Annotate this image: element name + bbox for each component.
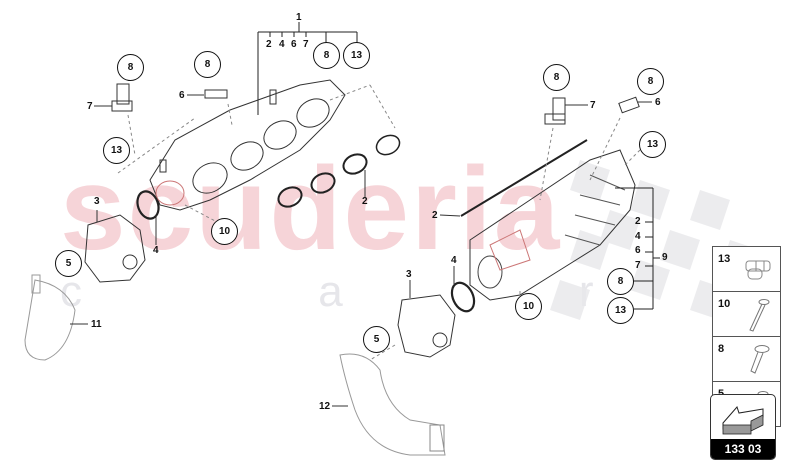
callout-circle-8[interactable]: 8	[313, 42, 340, 69]
left-sensor-7	[94, 83, 133, 112]
label-part-7: 7	[590, 100, 596, 111]
label-part-12: 12	[319, 401, 331, 412]
right-gasket-ring	[450, 281, 476, 313]
left-throttle-body	[84, 210, 146, 283]
label-part-3: 3	[94, 196, 100, 207]
left-sensor-6	[187, 89, 228, 99]
callout-circle-10[interactable]: 10	[211, 218, 238, 245]
label-part-7: 7	[87, 101, 93, 112]
callout-circle-8[interactable]: 8	[194, 51, 221, 78]
arrow-direction-icon	[722, 406, 764, 435]
watermark-tagline: c a r p a r t s	[60, 267, 791, 316]
label-part-11: 11	[91, 319, 102, 330]
legend-item-10[interactable]: 10	[713, 292, 780, 337]
callout-circle-8[interactable]: 8	[543, 64, 570, 91]
label-part-7: 7	[303, 39, 309, 50]
callout-circle-8[interactable]: 8	[637, 68, 664, 95]
callout-circle-10[interactable]: 10	[515, 293, 542, 320]
callout-circle-8[interactable]: 8	[117, 54, 144, 81]
label-part-9: 9	[662, 252, 668, 263]
page-code: 133 03	[711, 439, 775, 459]
label-part-2: 2	[362, 196, 368, 207]
label-part-6: 6	[635, 245, 641, 256]
callout-circle-8[interactable]: 8	[607, 268, 634, 295]
long-bolt-icon	[749, 299, 770, 332]
legend-number: 10	[718, 298, 731, 310]
right-throttle-body	[397, 280, 456, 358]
legend-item-8[interactable]: 8	[713, 337, 780, 382]
label-part-6: 6	[655, 97, 661, 108]
label-part-2: 2	[266, 39, 272, 50]
label-part-7: 7	[635, 260, 641, 271]
left-intake-pipe	[24, 274, 76, 361]
clip-icon	[745, 260, 771, 280]
label-part-3: 3	[406, 269, 412, 280]
legend-item-13[interactable]: 13	[713, 247, 780, 292]
label-part-4: 4	[451, 255, 457, 266]
flange-screw-icon	[750, 345, 770, 374]
label-part-1: 1	[296, 12, 302, 23]
left-gasket-ring	[136, 190, 160, 220]
label-part-4: 4	[635, 231, 641, 242]
callout-circle-13[interactable]: 13	[639, 131, 666, 158]
label-part-4: 4	[153, 245, 159, 256]
label-part-6: 6	[291, 39, 297, 50]
legend-number: 13	[718, 253, 731, 265]
left-gasket-set	[277, 134, 401, 208]
right-sensor-7	[544, 97, 588, 125]
right-intake-pipe	[339, 353, 446, 456]
label-part-2: 2	[432, 210, 438, 221]
right-intake-manifold	[469, 149, 636, 301]
label-part-2: 2	[635, 216, 641, 227]
label-part-6: 6	[179, 90, 185, 101]
callout-circle-13[interactable]: 13	[607, 297, 634, 324]
callout-circle-13[interactable]: 13	[103, 137, 130, 164]
callout-circle-13[interactable]: 13	[343, 42, 370, 69]
label-part-4: 4	[279, 39, 285, 50]
callout-circle-5[interactable]: 5	[55, 250, 82, 277]
left-intake-manifold	[149, 79, 346, 211]
callout-bracket-1	[257, 22, 358, 115]
page-reference-badge[interactable]: 133 03	[710, 394, 776, 460]
legend-number: 8	[718, 343, 725, 355]
callout-bracket-9	[615, 187, 660, 310]
callout-circle-5[interactable]: 5	[363, 326, 390, 353]
right-sensor-6	[618, 96, 652, 114]
right-gasket-strip	[460, 139, 588, 217]
